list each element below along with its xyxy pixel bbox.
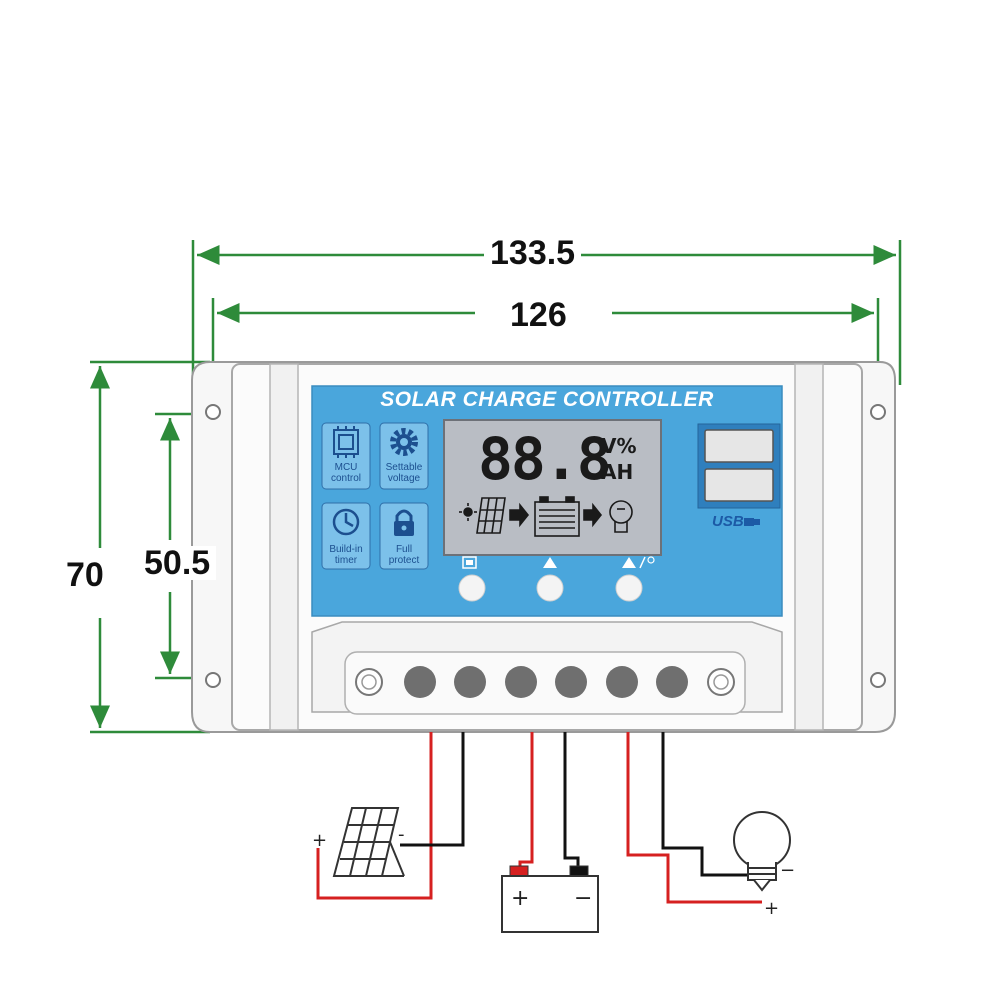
lcd-unit-bottom: AH [601, 460, 634, 484]
mount-hole-bottom-right [870, 672, 886, 688]
lcd-digits: 88.8 [478, 425, 612, 493]
terminal-screw [606, 666, 638, 698]
solar-panel-icon [332, 807, 405, 877]
load-plus-sign: + [764, 898, 780, 919]
lock-icon [394, 509, 414, 536]
mount-hole-top-right [870, 404, 886, 420]
solar-plus-sign: + [312, 830, 328, 851]
inner-width-label: 126 [504, 298, 573, 332]
usb-label: USB [712, 513, 744, 530]
gear-icon [390, 428, 418, 456]
terminal-block [311, 621, 783, 715]
feature-tiles [321, 422, 429, 570]
clock-icon [332, 508, 360, 536]
mount-hole-bottom-left [205, 672, 221, 688]
load-minus-sign: − [780, 860, 796, 881]
up-light-button[interactable] [615, 574, 643, 602]
usb-ports [697, 423, 781, 526]
battery-plus-sign: + [511, 886, 530, 911]
overall-height-label: 70 [60, 558, 110, 592]
up-button[interactable] [536, 574, 564, 602]
panel-title: SOLAR CHARGE CONTROLLER [380, 388, 714, 411]
light-bulb-icon [733, 811, 791, 892]
terminal-screw [404, 666, 436, 698]
mount-hole-top-left [205, 404, 221, 420]
lcd-unit-top: V% [601, 434, 637, 458]
battery-icon [501, 865, 599, 933]
solar-minus-sign: - [398, 824, 405, 845]
terminal-screw [656, 666, 688, 698]
terminal-screw [454, 666, 486, 698]
chip-icon [333, 426, 359, 458]
terminal-screw [505, 666, 537, 698]
lcd-icons [459, 496, 633, 537]
battery-minus-sign: − [574, 886, 593, 911]
hole-spacing-label: 50.5 [138, 546, 217, 580]
panel-button-icons [462, 556, 655, 569]
terminal-screw [555, 666, 587, 698]
menu-button[interactable] [458, 574, 486, 602]
overall-width-label: 133.5 [484, 236, 582, 270]
